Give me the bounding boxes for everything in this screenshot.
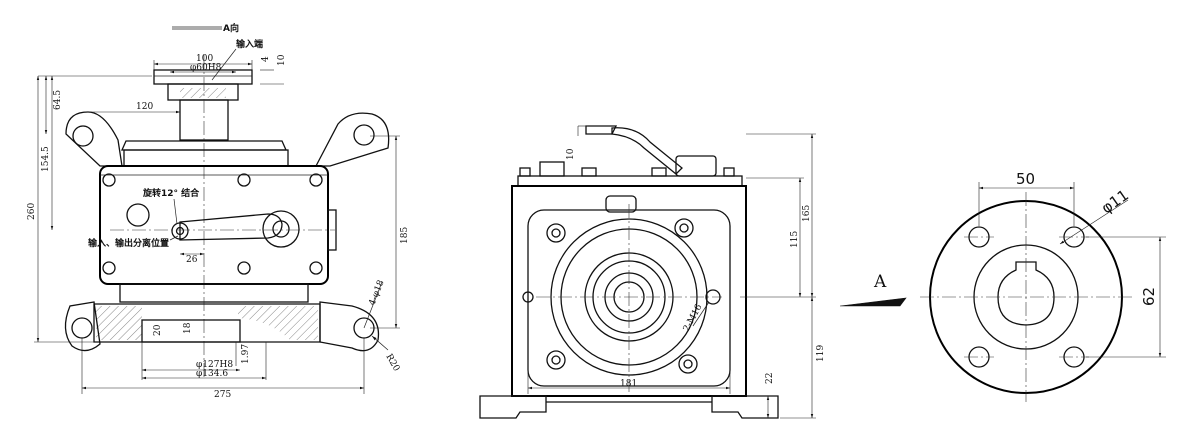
view-a-ref-label: A向 bbox=[223, 22, 239, 34]
dim-120: 120 bbox=[136, 102, 153, 112]
side-hole bbox=[522, 291, 534, 303]
dim-4-phi18: 4-φ18 bbox=[368, 279, 387, 308]
dim-100: 100 bbox=[196, 54, 213, 64]
view-arrow-a: A bbox=[839, 272, 907, 307]
dim-26: 26 bbox=[186, 255, 198, 265]
flange-bolt bbox=[546, 223, 566, 243]
dim-phi11: φ11 bbox=[1098, 186, 1132, 217]
top-boss bbox=[539, 161, 565, 177]
lever-pivot bbox=[171, 222, 189, 240]
lug-top-left bbox=[65, 111, 123, 167]
side-inspection bbox=[605, 195, 637, 213]
m16-hole bbox=[705, 289, 721, 305]
lower-neck bbox=[119, 283, 309, 303]
foot-right bbox=[711, 395, 779, 419]
top-bolt bbox=[581, 167, 597, 177]
dim-20: 20 bbox=[153, 324, 163, 336]
dim-119: 119 bbox=[816, 345, 826, 362]
dim-10-middle: 10 bbox=[566, 148, 576, 160]
bolt bbox=[237, 173, 251, 187]
bolt bbox=[102, 261, 116, 275]
dim-62: 62 bbox=[1140, 287, 1158, 306]
dim-185: 185 bbox=[400, 227, 410, 244]
handle-hub bbox=[675, 155, 717, 177]
dim-18: 18 bbox=[183, 322, 193, 334]
top-bolt bbox=[651, 167, 667, 177]
lug-bottom-right bbox=[319, 301, 380, 352]
housing-port bbox=[126, 203, 150, 227]
input-hub-hatch bbox=[180, 88, 226, 98]
dim-phi60h8: φ60H8 bbox=[190, 63, 222, 73]
upper-cover bbox=[123, 149, 289, 167]
separation-note: 输入、输出分离位置 bbox=[88, 237, 169, 249]
lug-hole-top-right bbox=[353, 124, 375, 146]
dim-2-m16: 2-M16 bbox=[682, 302, 705, 333]
dim-64-5: 64.5 bbox=[53, 90, 63, 110]
flange-view: 50 φ11 62 bbox=[920, 170, 1166, 402]
bolt bbox=[309, 173, 323, 187]
bolt bbox=[237, 261, 251, 275]
base-hatch-left bbox=[96, 306, 142, 340]
view-arrow-symbol bbox=[839, 297, 907, 307]
dim-154-5: 154.5 bbox=[41, 146, 51, 172]
side-view: 10 2-M16 bbox=[479, 125, 826, 419]
dim-phi127h8: φ127H8 bbox=[196, 360, 233, 370]
dim-115: 115 bbox=[790, 231, 800, 248]
dim-275: 275 bbox=[214, 390, 231, 400]
side-boss bbox=[327, 209, 337, 251]
dim-50: 50 bbox=[1016, 170, 1035, 188]
foot-left bbox=[479, 395, 547, 419]
dim-4: 4 bbox=[261, 56, 271, 62]
bolt bbox=[102, 173, 116, 187]
flange-bolt bbox=[674, 218, 694, 238]
dim-10-top: 10 bbox=[277, 54, 287, 66]
lug-top-right bbox=[314, 112, 390, 167]
dim-260: 260 bbox=[27, 203, 37, 220]
dim-22: 22 bbox=[765, 373, 775, 384]
rotate-note: 旋转12° 结合 bbox=[142, 187, 200, 199]
dim-phi134-6: φ134.6 bbox=[196, 369, 228, 379]
top-cover bbox=[517, 175, 743, 187]
flange-bolt bbox=[678, 354, 698, 374]
dim-181: 181 bbox=[620, 379, 637, 389]
lug-hole-top-left bbox=[72, 125, 94, 147]
lug-bottom-left bbox=[64, 301, 101, 352]
base-bore bbox=[141, 319, 241, 343]
lug-hole-bottom-left bbox=[71, 317, 93, 339]
top-bolt bbox=[723, 167, 735, 177]
flange-bolt bbox=[546, 350, 566, 370]
top-bolt bbox=[519, 167, 531, 177]
front-view: A向 输入端 bbox=[27, 22, 410, 400]
lever-arm bbox=[179, 213, 283, 241]
dim-r20: R20 bbox=[383, 353, 401, 374]
dim-165: 165 bbox=[802, 205, 812, 222]
handle-lever bbox=[611, 127, 683, 175]
input-end-label: 输入端 bbox=[236, 38, 263, 50]
view-arrow-label: A bbox=[873, 272, 887, 292]
dim-1-97: 1.97 bbox=[241, 344, 251, 364]
bolt bbox=[309, 261, 323, 275]
lever-hub bbox=[262, 210, 300, 248]
base-hatch-right bbox=[238, 306, 318, 340]
